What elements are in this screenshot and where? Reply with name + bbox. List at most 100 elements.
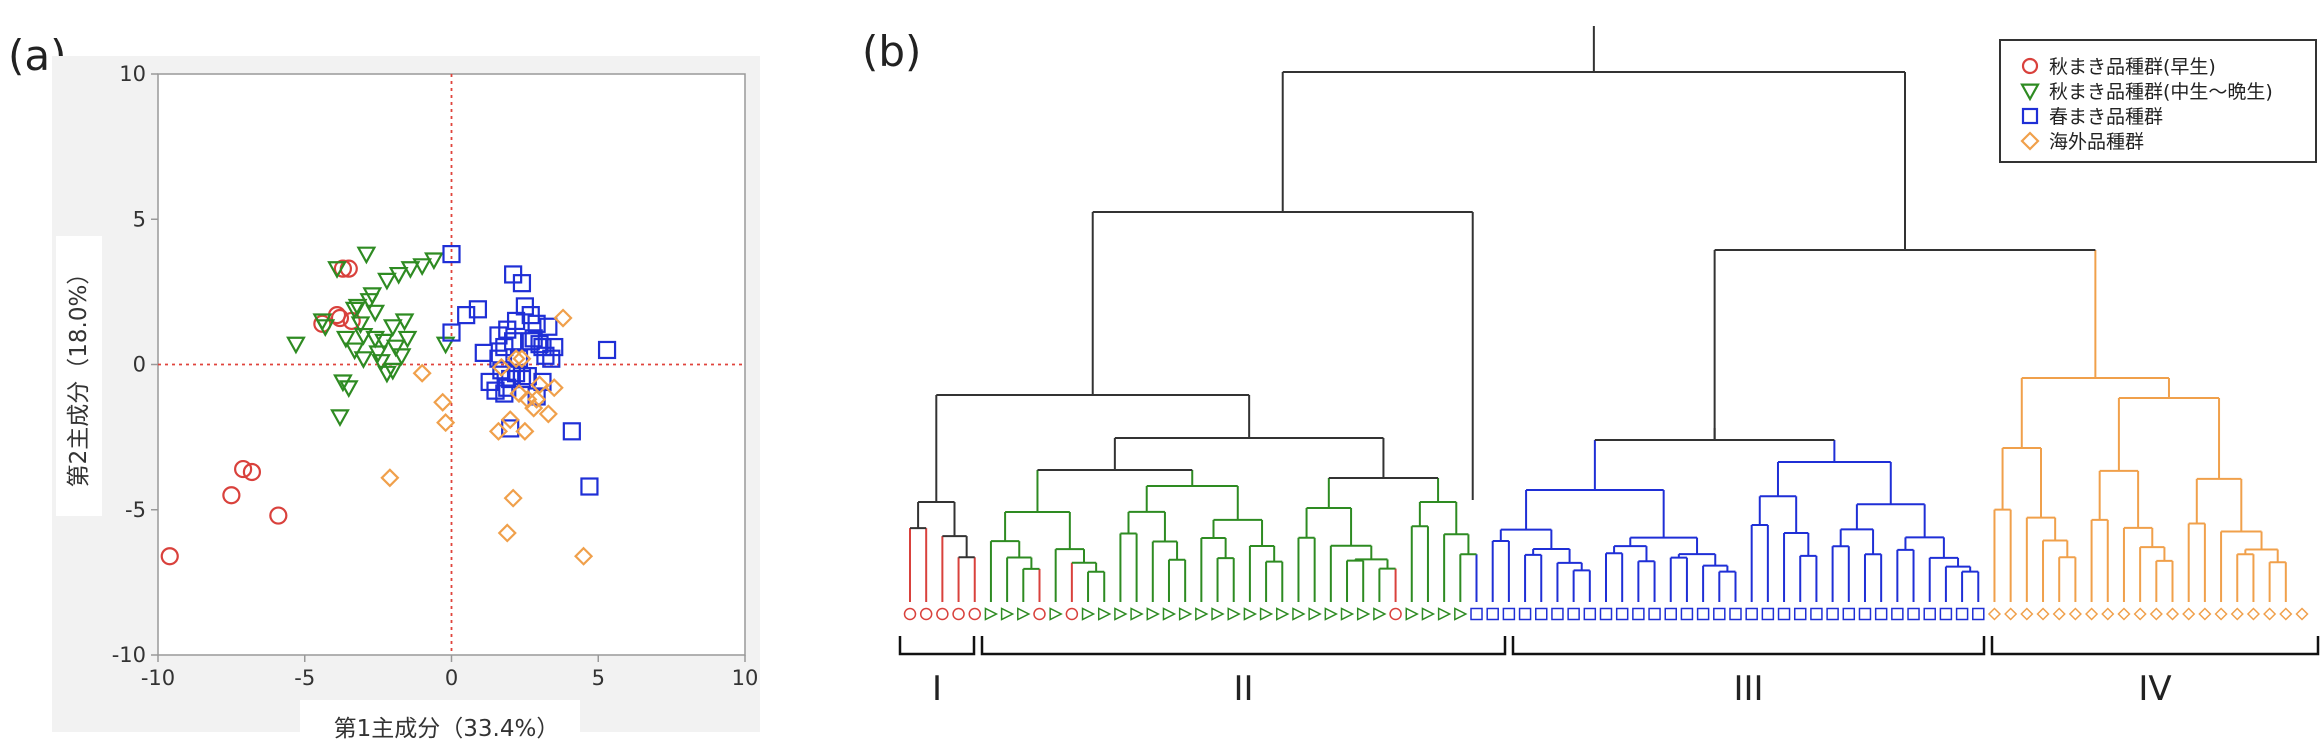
ylabel-backdrop (56, 236, 102, 516)
leaf-autumn_mid_late (1195, 607, 1209, 621)
point-foreign (412, 363, 432, 383)
x-tick-label: -5 (294, 666, 315, 690)
point-autumn_mid_late (362, 287, 383, 306)
leaf-spring (1874, 607, 1888, 621)
leaf-spring (1680, 607, 1694, 621)
group-label: III (1733, 669, 1763, 709)
legend-item-spring: 春まき品種群 (2049, 106, 2163, 128)
leaf-spring (1842, 607, 1856, 621)
leaf-foreign (1987, 607, 2002, 621)
group-label: I (932, 669, 942, 709)
group-bracket (1511, 636, 1986, 656)
legend-symbol-foreign (2020, 131, 2040, 151)
point-spring (539, 317, 558, 336)
leaf-foreign (2230, 607, 2244, 621)
point-autumn_mid_late (368, 345, 388, 364)
panel-label-b: (b) (862, 27, 921, 76)
leaf-spring (1470, 607, 1483, 621)
leaf-autumn_mid_late (1437, 607, 1452, 621)
point-autumn_mid_late (338, 380, 359, 399)
group-bracket (898, 636, 976, 656)
point-autumn_early (242, 462, 262, 482)
leaf-foreign (2085, 607, 2099, 621)
leaf-autumn_mid_late (1259, 607, 1274, 621)
legend-symbol-autumn-mid-late (2020, 83, 2040, 102)
leaf-spring (1777, 607, 1791, 621)
leaf-foreign (2198, 607, 2212, 621)
leaf-foreign (2149, 607, 2163, 621)
point-foreign (515, 421, 535, 441)
leaf-autumn_mid_late (1130, 607, 1144, 621)
point-autumn_mid_late (335, 330, 356, 349)
leaf-spring (1599, 607, 1613, 621)
point-autumn_mid_late (391, 348, 412, 367)
leaf-autumn_mid_late (1356, 607, 1371, 621)
leaf-autumn_mid_late (1454, 607, 1468, 621)
x-tick-label: 10 (732, 666, 759, 690)
point-foreign (553, 308, 573, 328)
leaf-spring (1793, 607, 1807, 621)
leaf-spring (1535, 607, 1548, 621)
point-autumn_mid_late (327, 261, 347, 279)
leaf-autumn_mid_late (1308, 607, 1322, 621)
leaf-autumn_early (952, 607, 965, 621)
leaf-spring (1615, 607, 1629, 621)
leaf-spring (1518, 607, 1532, 621)
point-autumn_mid_late (365, 304, 386, 323)
leaf-foreign (2295, 607, 2309, 621)
leaf-foreign (2036, 607, 2050, 621)
point-autumn_mid_late (400, 261, 421, 279)
leaf-autumn_mid_late (1097, 607, 1112, 621)
legend-symbol-autumn-early (2021, 57, 2039, 75)
legend-item-foreign: 海外品種群 (2049, 131, 2144, 153)
scatter-points (160, 245, 617, 566)
leaf-autumn_mid_late (1081, 607, 1096, 621)
point-foreign (380, 468, 400, 488)
leaf-autumn_mid_late (1146, 607, 1160, 621)
y-tick-label: 5 (133, 207, 146, 231)
point-spring (545, 337, 564, 357)
point-autumn_mid_late (382, 319, 403, 338)
leaf-foreign (2165, 607, 2180, 621)
leaf-autumn_early (1033, 607, 1046, 621)
leaf-foreign (2133, 607, 2147, 621)
point-foreign (538, 404, 558, 424)
point-spring (527, 314, 546, 333)
leaf-autumn_mid_late (1114, 607, 1128, 621)
leaf-autumn_mid_late (1405, 607, 1419, 621)
leaf-autumn_mid_late (1227, 607, 1241, 621)
point-foreign (433, 392, 453, 412)
legend-symbol-spring (2021, 107, 2039, 125)
point-autumn_mid_late (356, 246, 377, 265)
legend-box (1999, 39, 2317, 163)
group-bracket (980, 636, 1507, 656)
leaf-autumn_mid_late (1340, 607, 1355, 621)
point-autumn_mid_late (385, 339, 406, 358)
leaf-autumn_early (919, 607, 933, 621)
point-spring (521, 332, 540, 351)
leaf-spring (1648, 607, 1661, 621)
leaf-spring (1729, 607, 1742, 621)
leaf-foreign (2068, 607, 2082, 621)
point-foreign (527, 389, 547, 409)
leaf-foreign (2279, 607, 2293, 621)
point-spring (489, 349, 508, 368)
point-autumn_mid_late (382, 362, 403, 381)
point-autumn_mid_late (344, 342, 365, 361)
point-autumn_mid_late (412, 258, 433, 276)
leaf-foreign (2182, 607, 2196, 621)
point-foreign (509, 383, 529, 404)
legend-item-autumn-mid-late: 秋まき品種群(中生〜晩生) (2049, 81, 2273, 103)
point-foreign (497, 523, 517, 543)
point-spring (474, 343, 493, 362)
leaf-spring (1761, 607, 1775, 621)
point-foreign (574, 546, 594, 566)
dendrogram (909, 26, 2287, 602)
point-autumn_early (222, 486, 241, 505)
point-foreign (491, 357, 511, 377)
point-autumn_mid_late (394, 313, 415, 332)
leaf-spring (1551, 607, 1564, 621)
point-autumn_mid_late (286, 336, 306, 355)
